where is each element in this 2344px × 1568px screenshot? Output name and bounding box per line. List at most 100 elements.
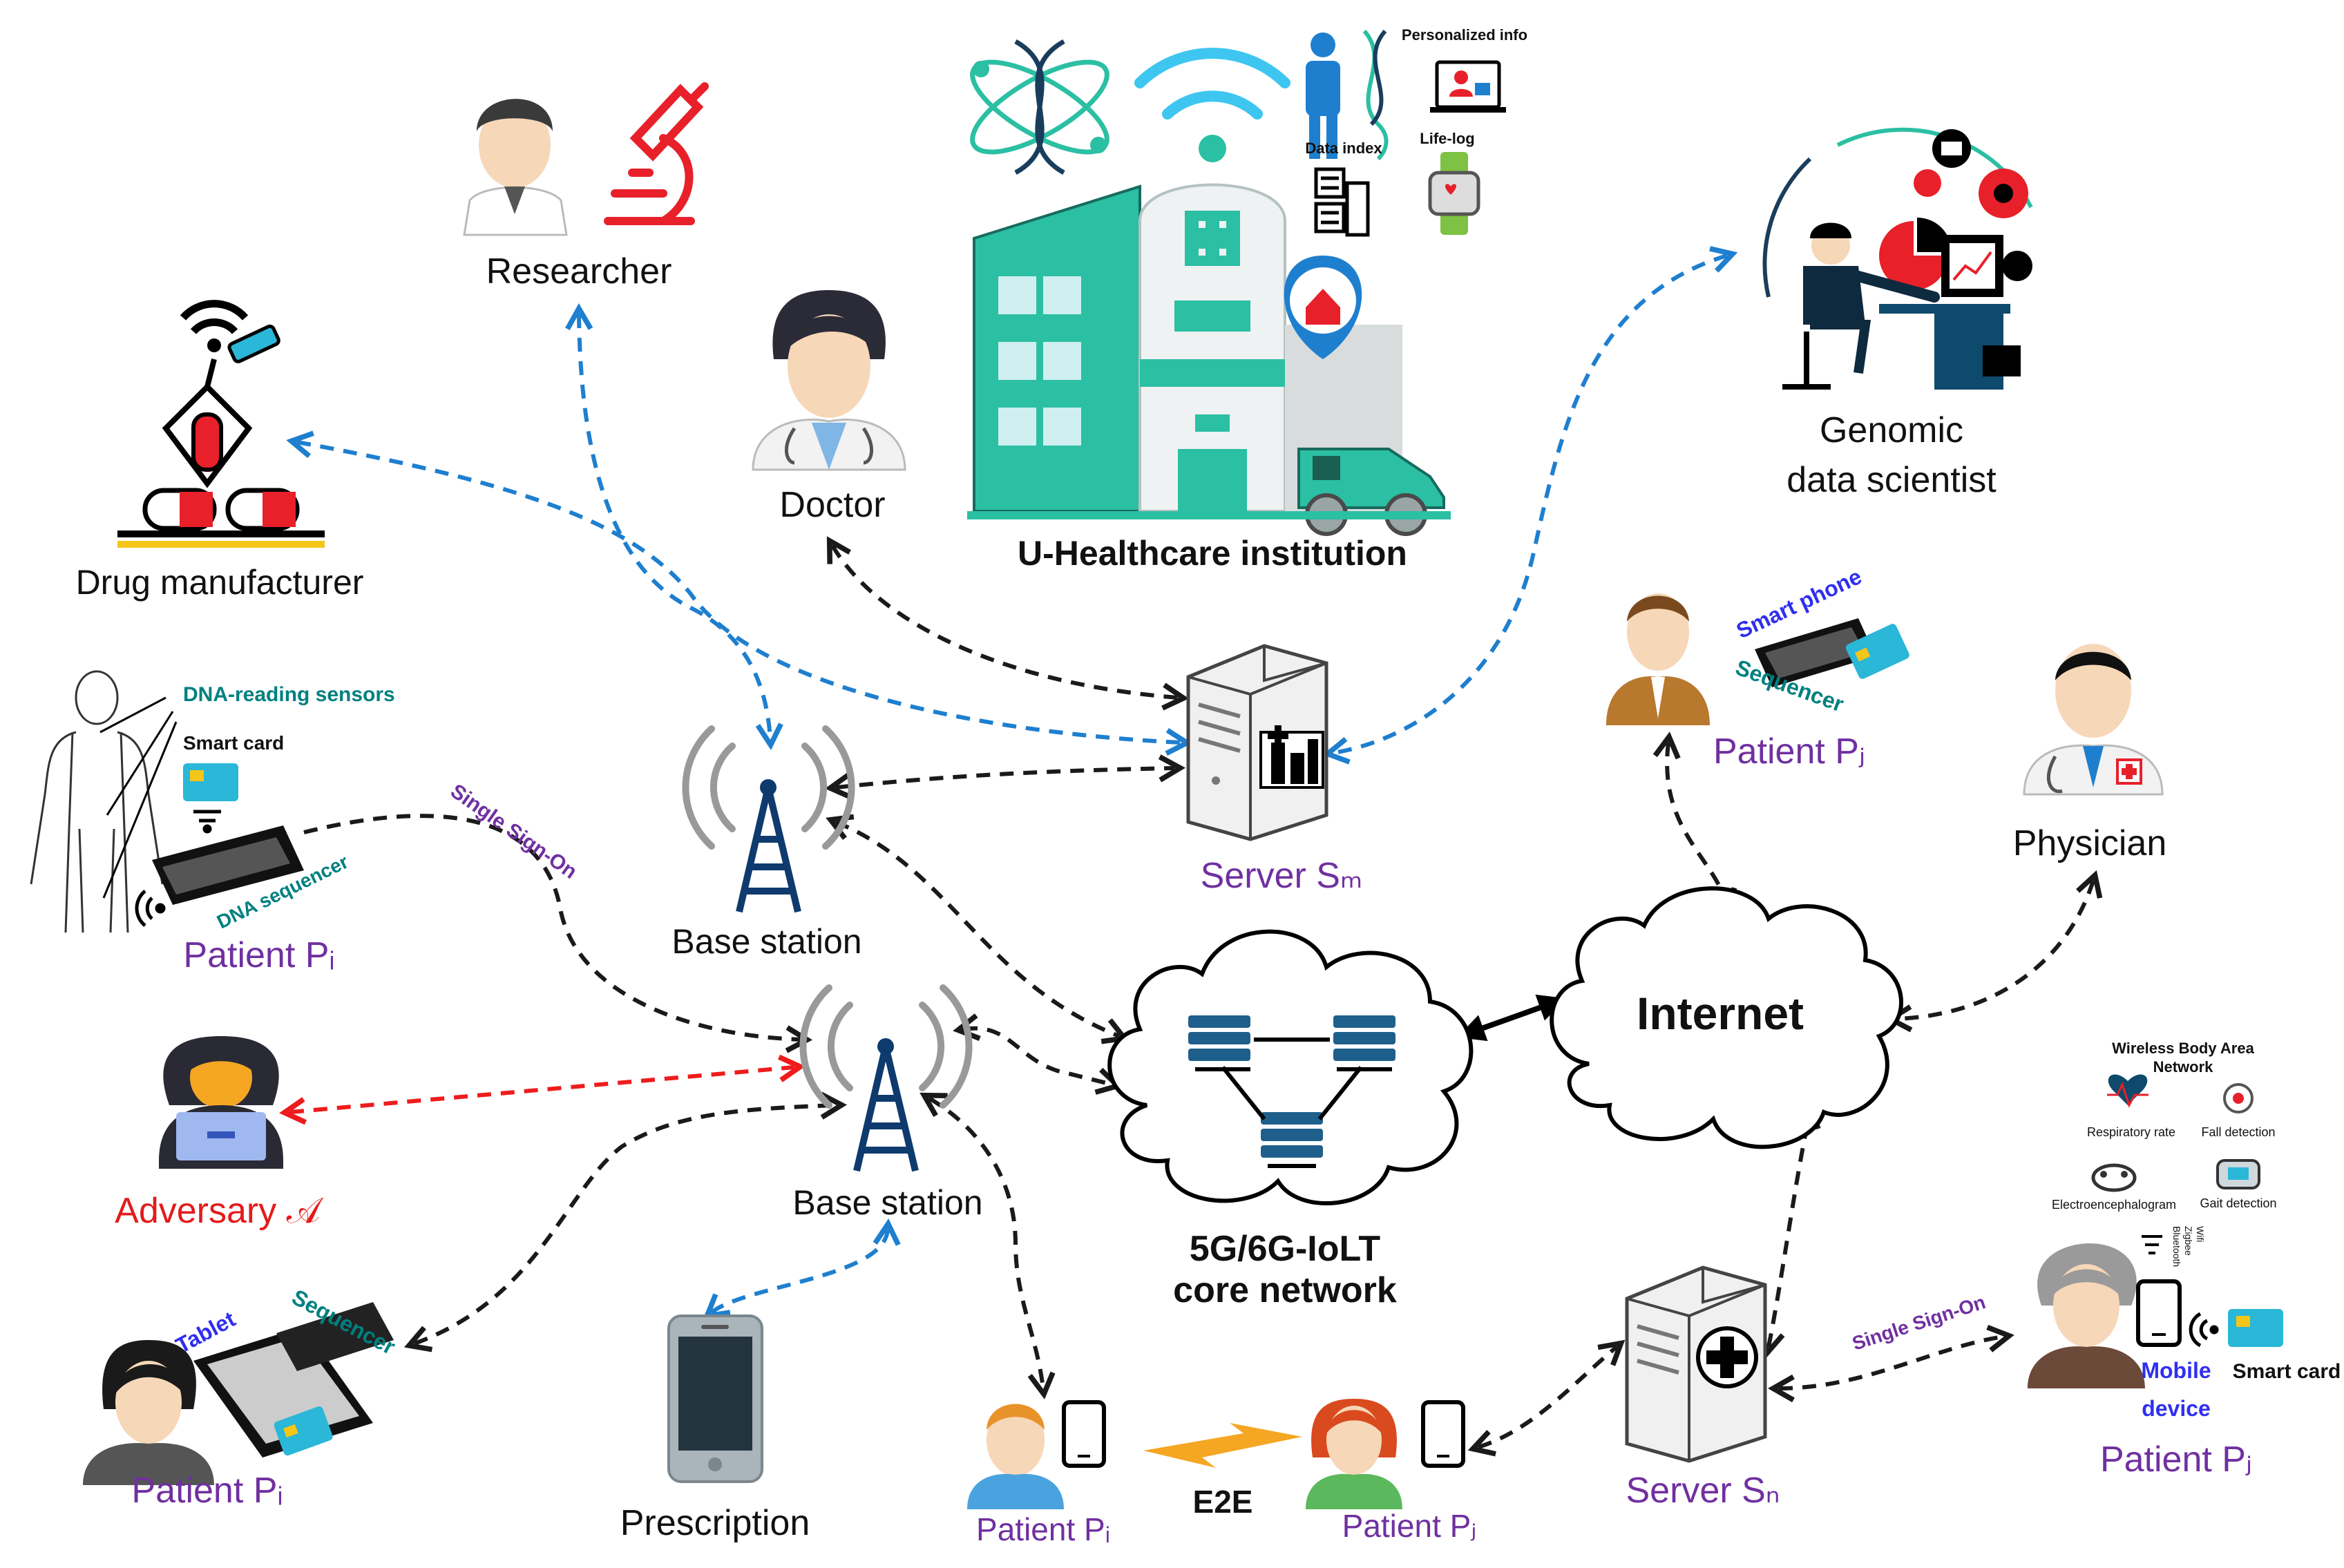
gait-detection-label: Gait detection xyxy=(2200,1196,2276,1210)
link-prescription-basestation xyxy=(703,1218,901,1319)
doctor-label: Doctor xyxy=(779,485,885,525)
dna-sensors-label: DNA-reading sensors xyxy=(183,683,395,706)
tag-data-index: Data index xyxy=(1305,140,1382,157)
drug-manufacturer-label: Drug manufacturer xyxy=(76,563,364,602)
internet-label: Internet xyxy=(1637,988,1804,1039)
adversary-label: Adversary 𝒜 xyxy=(115,1191,324,1231)
person-dna-icon xyxy=(1306,30,1389,161)
respiratory-icon xyxy=(2107,1074,2148,1108)
patient-female-avatar xyxy=(83,1340,214,1485)
link-core-internet xyxy=(1457,994,1566,1042)
patient-pj-bottom-right-label: Patient Pⱼ xyxy=(2100,1440,2252,1480)
drug-manufacturer-icon xyxy=(117,300,325,548)
data-index-icon xyxy=(1314,167,1370,237)
patient-pj-bottom-mid-label: Patient Pⱼ xyxy=(1342,1508,1477,1544)
lightning-icon xyxy=(1143,1423,1302,1468)
server-sn-label: Server Sₙ xyxy=(1626,1471,1780,1511)
zigbee-label: Zigbee xyxy=(2183,1226,2194,1256)
link-server-internet xyxy=(1757,1101,1821,1358)
smart-card-left-icon xyxy=(183,763,238,801)
mobile-device-icon xyxy=(2136,1279,2182,1347)
tag-life-log: Life-log xyxy=(1420,130,1474,147)
wban-signal-icon xyxy=(2142,1235,2162,1254)
smartwatch-icon xyxy=(1428,152,1480,235)
link-basestation-patient-pi xyxy=(920,1092,1056,1399)
core-network-label-line2: core network xyxy=(1173,1270,1397,1310)
eeg-label: Electroencephalogram xyxy=(2052,1198,2176,1212)
link-server-mobile-patient xyxy=(1767,1324,2014,1403)
link-drug-server xyxy=(286,430,1192,756)
base-station-bottom-icon xyxy=(799,984,973,1172)
patient-pi-top-label: Patient Pᵢ xyxy=(183,935,334,975)
network-node-icon xyxy=(1188,1015,1395,1158)
sso-left-label: Single Sign-On xyxy=(446,780,581,883)
gait-detection-icon xyxy=(2216,1159,2260,1189)
institution-label: U-Healthcare institution xyxy=(1018,534,1407,573)
base-station-top-icon xyxy=(682,725,855,913)
smart-card-right-icon xyxy=(2228,1309,2283,1347)
wban-title-line1: Wireless Body Area xyxy=(2112,1040,2254,1057)
wban-title-line2: Network xyxy=(2153,1058,2214,1075)
hospital-building-icon xyxy=(967,39,1451,536)
smart-card-bottom-icon xyxy=(274,1406,333,1456)
patient-elderly-avatar xyxy=(2028,1243,2145,1388)
sequencer-bottom-icon xyxy=(276,1302,394,1371)
researcher-avatar xyxy=(463,99,568,236)
link-physician-internet xyxy=(1885,870,2103,1033)
hacker-icon xyxy=(159,1036,283,1169)
patient-pi-bottom-left-label: Patient Pᵢ xyxy=(131,1471,283,1511)
base-station-top-label: Base station xyxy=(671,922,861,961)
profile-window-icon xyxy=(1430,60,1506,113)
device-label: device xyxy=(2142,1396,2211,1421)
link-tablet-patient-basestation xyxy=(403,1091,848,1352)
sensor-wires xyxy=(99,696,178,899)
smart-card-right-label: Smart card xyxy=(2233,1360,2341,1383)
link-patient-pj-server xyxy=(1467,1339,1626,1457)
core-network-label-line1: 5G/6G-IoLT xyxy=(1190,1229,1381,1269)
eeg-icon xyxy=(2091,1163,2137,1192)
smartphone-sequencer-icon xyxy=(1755,618,1876,687)
link-adversary-basestation xyxy=(279,1054,806,1125)
base-station-bottom-label: Base station xyxy=(792,1183,982,1222)
phone-icon-pj xyxy=(1421,1400,1465,1468)
bluetooth-label: Bluetooth xyxy=(2171,1226,2182,1267)
physician-label: Physician xyxy=(2013,823,2167,863)
internet-cloud xyxy=(1550,886,1904,1149)
genomic-label-line1: Genomic xyxy=(1820,410,1963,450)
links xyxy=(279,246,2103,1457)
link-basestation-core xyxy=(826,814,1130,1044)
core-network-cloud xyxy=(1107,929,1474,1206)
patient-pi-bottom-mid-label: Patient Pᵢ xyxy=(976,1511,1110,1547)
link-researcher-basestation xyxy=(565,303,783,750)
patient-pj-top-label: Patient Pⱼ xyxy=(1713,732,1865,772)
dna-sequencer-left-icon xyxy=(152,825,304,905)
smartphone-icon xyxy=(667,1314,763,1483)
prescription-label: Prescription xyxy=(620,1503,810,1543)
phone-icon-pi xyxy=(1062,1400,1106,1468)
genomic-label-line2: data scientist xyxy=(1786,460,1997,500)
wifi-icon xyxy=(1134,48,1290,119)
link-doctor-server xyxy=(826,536,1189,711)
genomic-scientist-icon xyxy=(1762,127,2033,390)
patient-male-avatar-top xyxy=(1606,593,1710,725)
wireless-icon xyxy=(135,890,166,927)
contactless-icon xyxy=(2189,1312,2219,1348)
microscope-icon xyxy=(604,82,709,225)
nfc-icon xyxy=(193,810,221,834)
link-bs2-core xyxy=(953,1013,1123,1095)
fall-detection-icon xyxy=(2223,1083,2254,1113)
e2e-label: E2E xyxy=(1193,1484,1253,1520)
dna-icon xyxy=(970,39,1109,175)
doctor-avatar xyxy=(752,290,906,471)
wifi-label: Wifi xyxy=(2195,1226,2206,1242)
tag-personalized-info: Personalized info xyxy=(1402,26,1527,44)
fall-detection-label: Fall detection xyxy=(2201,1125,2275,1139)
respiratory-label: Respiratory rate xyxy=(2087,1125,2175,1139)
patient-female-avatar-mid xyxy=(1306,1399,1402,1509)
link-basestation-server xyxy=(825,754,1186,800)
researcher-label: Researcher xyxy=(486,251,672,291)
smart-card-left-label: Smart card xyxy=(183,732,284,754)
link-patient-pj-internet xyxy=(1652,732,1737,916)
